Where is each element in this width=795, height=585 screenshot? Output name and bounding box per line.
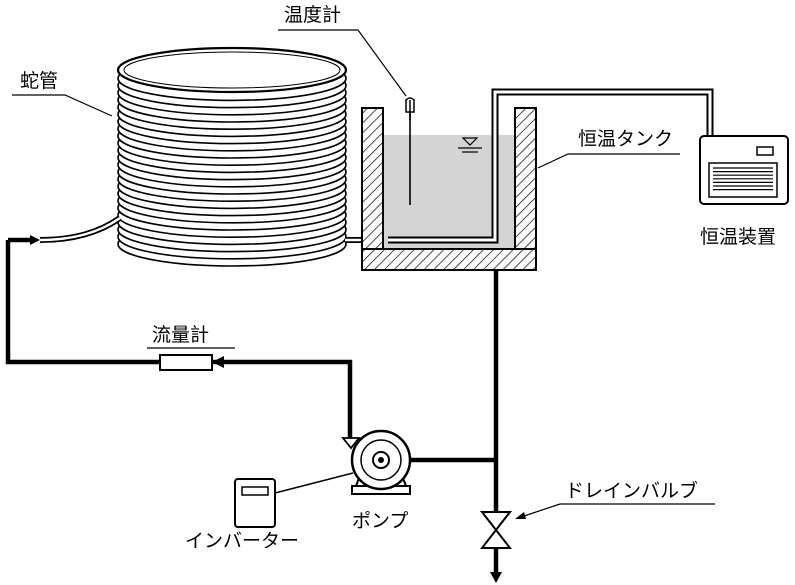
tank-wall-right bbox=[514, 107, 537, 250]
thermostat-vent bbox=[713, 167, 773, 191]
inverter-unit bbox=[234, 472, 354, 528]
pump bbox=[341, 429, 412, 495]
thermometer bbox=[405, 97, 415, 205]
tank-wall-left bbox=[361, 107, 384, 250]
thermostat-label: 恒温装置 bbox=[700, 226, 777, 248]
thermometer-label: 温度計 bbox=[284, 4, 342, 26]
circulation-loop bbox=[5, 237, 499, 575]
coil-label: 蛇管 bbox=[20, 70, 59, 92]
thermostat-unit bbox=[699, 135, 789, 205]
flowmeter bbox=[159, 354, 213, 371]
coil-drum bbox=[116, 46, 348, 267]
tank-leader bbox=[537, 153, 680, 169]
pump-label: ポンプ bbox=[352, 510, 409, 532]
inlet-arrow-icon bbox=[30, 235, 40, 245]
drain-valve bbox=[479, 511, 513, 549]
inverter-label: インバーター bbox=[185, 530, 300, 552]
water-level-icon bbox=[461, 137, 479, 146]
thermometer-leader bbox=[357, 29, 407, 97]
flow-arrow-icon bbox=[212, 356, 224, 368]
drain-valve-label: ドレインバルブ bbox=[565, 480, 699, 502]
coil-leader bbox=[12, 94, 113, 117]
flowmeter-label: 流量計 bbox=[152, 324, 210, 346]
pump-suction-icon bbox=[341, 437, 361, 450]
tank-bottom bbox=[361, 248, 537, 271]
coil-top bbox=[116, 46, 348, 94]
tank bbox=[361, 88, 714, 271]
tank-label: 恒温タンク bbox=[578, 128, 674, 150]
drain-arrow-icon bbox=[490, 572, 502, 583]
